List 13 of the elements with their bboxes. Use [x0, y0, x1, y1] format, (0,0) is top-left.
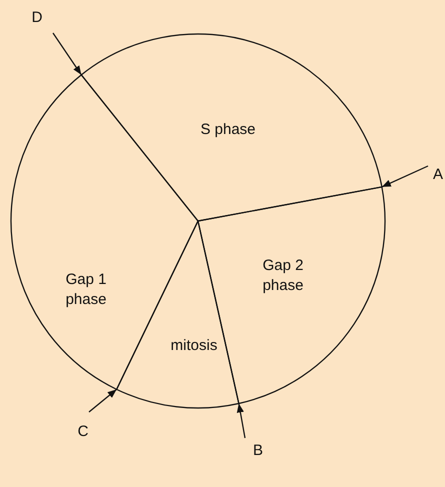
- arrow: [382, 165, 428, 188]
- arrow: [236, 403, 246, 438]
- cell-cycle-sector: [116, 220, 240, 409]
- phase-label: mitosis: [170, 336, 218, 356]
- arrow: [52, 32, 82, 76]
- phase-label: Gap 1 phase: [64, 270, 108, 310]
- checkpoint-letter: D: [29, 9, 45, 27]
- phase-label: Gap 2 phase: [262, 256, 304, 296]
- checkpoint-letter: C: [75, 423, 91, 441]
- checkpoint-letter: B: [250, 442, 266, 460]
- arrow: [88, 388, 117, 412]
- phase-label: S phase: [199, 120, 257, 140]
- checkpoint-letter: A: [430, 166, 445, 184]
